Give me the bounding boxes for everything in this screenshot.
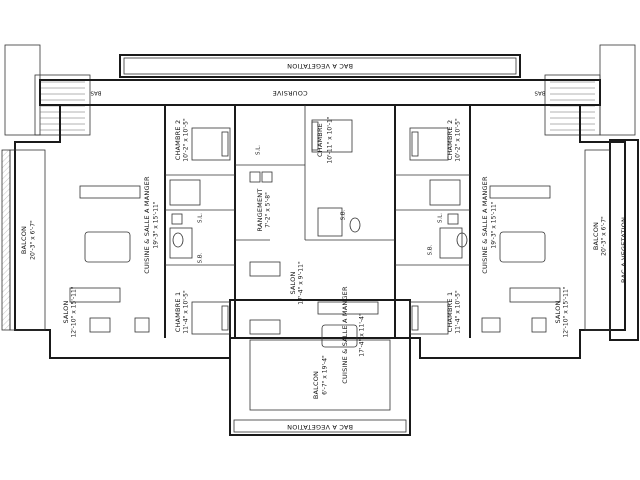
- right-laundry-label: S.L.: [438, 213, 444, 223]
- building-outline: [14, 104, 626, 359]
- left-living-dim: 12'-10" x 15'-11": [71, 286, 78, 337]
- center-kitchen-label: CUISINE & SALLE A MANGER: [341, 286, 349, 384]
- down-label-right: BAS: [534, 90, 546, 96]
- left-balcony: BALCON 20'-3" x 6'-7": [1, 149, 46, 331]
- right-kitchen-label: CUISINE & SALLE A MANGER: [481, 176, 489, 274]
- right-bath-label: S.B.: [428, 244, 434, 255]
- right-bedroom2-dim: 10'-2" x 10'-5": [455, 118, 462, 162]
- right-kitchen-dim: 19'-3" x 15'-11": [491, 201, 498, 248]
- center-bedroom-dim: 10'-11" x 10'-1": [327, 116, 334, 163]
- right-living-dim: 12'-10" x 15'-11": [563, 286, 570, 337]
- left-bedroom2-label: CHAMBRE 2: [174, 120, 182, 161]
- left-living-label: SALON: [62, 300, 70, 323]
- right-stairs: [544, 44, 636, 136]
- center-kitchen-dim: 17'-4" x 11'-4": [359, 313, 366, 357]
- left-laundry-label: S.L.: [198, 213, 204, 223]
- left-kitchen-dim: 19'-3" x 15'-11": [153, 201, 160, 248]
- center-balcony-dim: 6'-7" x 19'-4": [322, 355, 329, 395]
- left-balcony-dim: 20'-3" x 6'-7": [30, 220, 37, 260]
- top-planter: BAC A VEGETATION: [119, 54, 521, 78]
- bottom-planter-label: BAC A VEGETATION: [287, 423, 353, 431]
- left-bedroom2-dim: 10'-2" x 10'-5": [183, 118, 190, 162]
- corridor-label: COURSIVE: [272, 89, 307, 97]
- right-balcony: BALCON 20'-3" x 6'-7": [584, 149, 611, 331]
- right-bedroom1-dim: 11'-4" x 10'-5": [455, 290, 462, 334]
- left-stairs: [4, 44, 91, 136]
- top-planter-label: BAC A VEGETATION: [287, 62, 353, 70]
- center-living-dim: 17'-4" x 9'-11": [298, 261, 305, 305]
- center-laundry-label: S.L.: [256, 145, 262, 155]
- furniture: [69, 119, 561, 348]
- bottom-planter: BAC A VEGETATION: [229, 299, 411, 436]
- center-balcony: BALCON 6'-7" x 19'-4": [249, 339, 391, 411]
- left-bath-label: S.B.: [198, 252, 204, 263]
- center-storage-label: RANGEMENT: [256, 188, 264, 231]
- right-bedroom2-label: CHAMBRE 2: [446, 120, 454, 161]
- right-living-label: SALON: [554, 300, 562, 323]
- center-unit: CHAMBRE 10'-11" x 10'-1" RANGEMENT 7'-2"…: [256, 116, 366, 384]
- corridor: COURSIVE BAS BAS: [39, 79, 601, 106]
- left-unit: CHAMBRE 2 10'-2" x 10'-5" CHAMBRE 1 11'-…: [62, 118, 204, 337]
- center-balcony-label: BALCON: [312, 371, 320, 399]
- center-storage-dim: 7'-2" x 5'-8": [265, 192, 272, 228]
- center-bedroom-label: CHAMBRE: [316, 123, 324, 157]
- right-balcony-label: BALCON: [592, 222, 600, 250]
- right-bedroom1-label: CHAMBRE 1: [446, 292, 454, 333]
- right-unit: CHAMBRE 2 10'-2" x 10'-5" CHAMBRE 1 11'-…: [428, 118, 570, 337]
- right-balcony-dim: 20'-3" x 6'-7": [601, 216, 608, 256]
- left-balcony-label: BALCON: [20, 226, 28, 254]
- left-bedroom1-dim: 11'-4" x 10'-5": [183, 290, 190, 334]
- down-label-left: BAS: [90, 90, 102, 96]
- center-living-label: SALON: [289, 271, 297, 294]
- left-bedroom1-label: CHAMBRE 1: [174, 292, 182, 333]
- left-kitchen-label: CUISINE & SALLE A MANGER: [143, 176, 151, 274]
- center-bath-label: S.B.: [341, 209, 347, 220]
